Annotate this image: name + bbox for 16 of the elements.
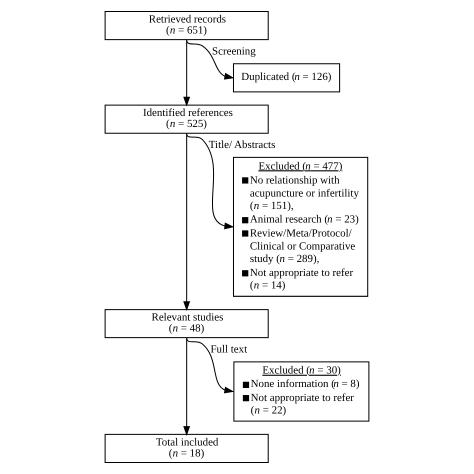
arrow xyxy=(183,133,190,312)
arrow xyxy=(186,133,234,230)
node-box: Retrieved records (n = 651) xyxy=(104,10,269,40)
arrow xyxy=(183,338,190,436)
node-box: Total included (n = 18) xyxy=(104,434,269,464)
edge-label: Screening xyxy=(212,46,256,58)
node-box: Duplicated (n = 126) xyxy=(232,63,340,92)
node-box: Relevant studies (n = 48) xyxy=(104,309,269,338)
node-box: Excluded (n = 30) None information (n = 8) Not appropriate to refer (n = 22) xyxy=(233,361,370,422)
arrow xyxy=(186,40,234,80)
node-box: Excluded (n = 477) No relationship with acupuncture or infertility (n = 151), Animal research (n = 23) Review/Meta/Protocol/ Clinical or Comparative study (n = 289), Not appropriate to refer (n = 14) xyxy=(232,156,368,297)
edge-label: Full text xyxy=(210,344,248,356)
edge-label: Title/ Abstracts xyxy=(208,139,276,152)
node-box: Identified references (n = 525) xyxy=(104,104,269,134)
arrow xyxy=(183,40,190,107)
arrow xyxy=(186,338,234,394)
